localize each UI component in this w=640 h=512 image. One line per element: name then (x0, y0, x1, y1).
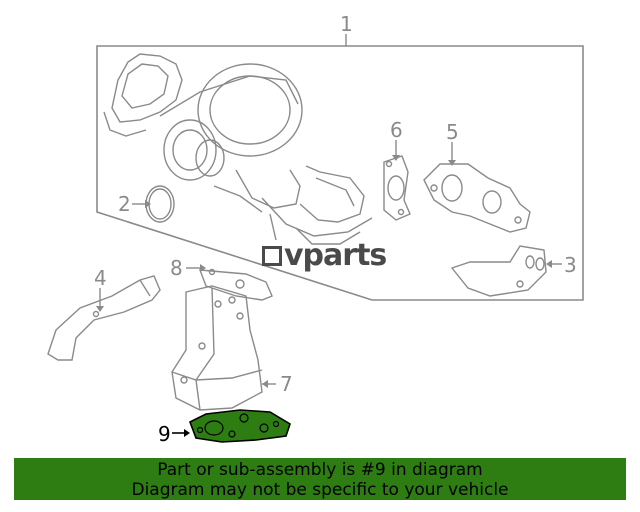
callout-5: 5 (446, 120, 459, 144)
watermark-mark-icon (262, 246, 282, 266)
notice-banner: Part or sub-assembly is #9 in diagram Di… (14, 458, 626, 500)
gasket-part-6 (383, 155, 411, 221)
callout-9: 9 (158, 422, 171, 446)
banner-line-2: Diagram may not be specific to your vehi… (131, 480, 509, 500)
leader-arrowheads (96, 155, 552, 388)
pedestal-mount-part-7 (171, 285, 263, 411)
gasket-part-8 (198, 268, 273, 301)
watermark-text: vparts (284, 238, 387, 273)
callout-6: 6 (390, 118, 403, 142)
flange-part-5 (423, 163, 531, 233)
callout-8: 8 (170, 256, 183, 280)
assembly-outline (96, 45, 584, 301)
callout-1: 1 (340, 12, 353, 36)
turbocharger-part (103, 53, 373, 245)
callout-4: 4 (94, 266, 107, 290)
callout-7: 7 (280, 372, 293, 396)
plate-part-9 (188, 409, 291, 443)
leader-9 (172, 429, 190, 437)
support-bracket-part-4 (47, 275, 161, 361)
watermark-logo: vparts (262, 238, 387, 273)
callout-3: 3 (564, 253, 577, 277)
callout-2: 2 (118, 192, 131, 216)
bracket-part-3 (450, 245, 547, 297)
banner-line-1: Part or sub-assembly is #9 in diagram (157, 460, 483, 480)
